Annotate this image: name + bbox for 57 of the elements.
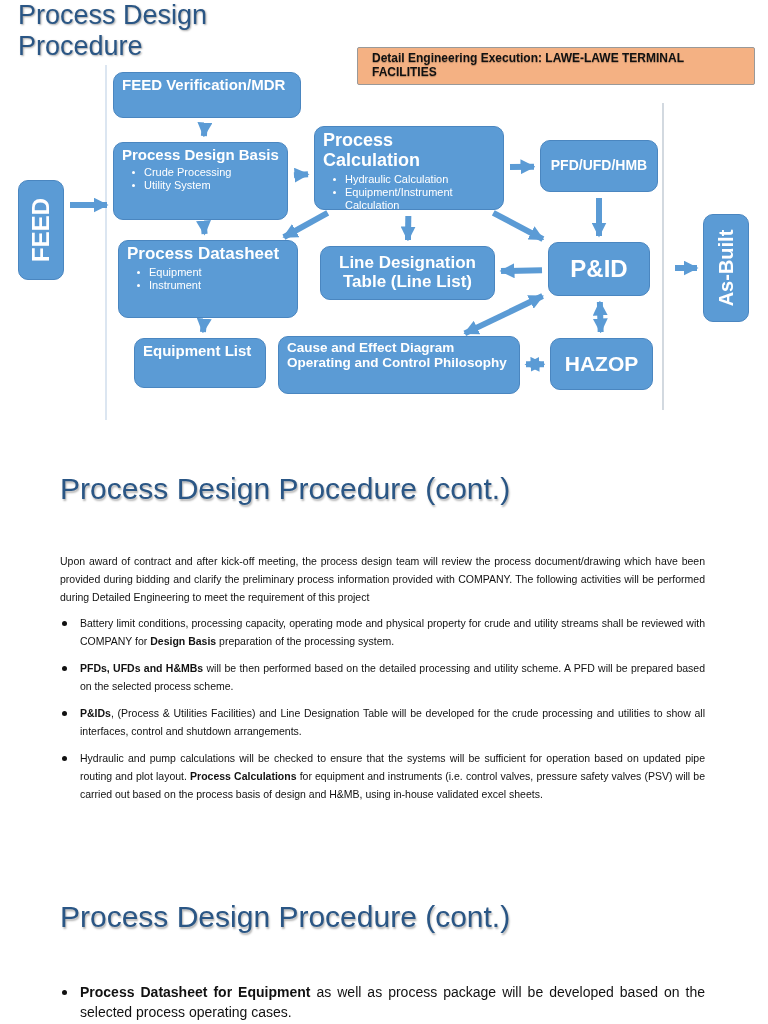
process-box: [548, 242, 650, 296]
bullet-text: P&IDs, (Process & Utilities Facilities) and Line Designation Table will be developed for the crude processing and utilities to show all interfaces, control and shutdown arrangements.: [80, 706, 705, 739]
bullet-text: Hydraulic and pump calculations will be checked to ensure that the systems will be sufficient for operation based on updated pipe routing and plot layout. Process Calculations for equipment and instruments (i.e. control valves, pressure safety valves (PSV) will be carried out based on the process basis of design and H&MB, using in-house validated excel sheets.: [80, 751, 705, 802]
double-arrow: [592, 300, 608, 334]
bullet-item: Instrument: [149, 278, 201, 291]
block-arrow: [197, 122, 213, 138]
bullet-item: Equipment/Instrument Calculation: [345, 185, 453, 211]
box-label: Operating and Control Philosophy: [287, 355, 508, 371]
box-label: As-Built: [715, 229, 737, 307]
bullet-item: Hydraulic Calculation: [345, 172, 449, 185]
stage-box: [703, 214, 749, 322]
box-label: Equipment List: [143, 343, 253, 360]
paragraph: Upon award of contract and after kick-off meeting, the process design team will review the process document/drawing which have been provided during bidding and clarify the preliminary process information provided with COMPANY. The following activities will be performed during Detailed Engineering to meet the requirement of this project: [60, 554, 705, 605]
process-box: [314, 126, 504, 210]
process-box: [134, 338, 266, 388]
block-arrow: [675, 260, 699, 276]
process-box: [113, 142, 288, 220]
block-arrow: [491, 210, 545, 242]
block-arrow: [282, 210, 330, 240]
bullet-text: Battery limit conditions, processing capacity, operating mode and physical property for crude and utility streams shall be reviewed with COMPANY for Design Basis preparation of the processing system.: [80, 616, 705, 649]
box-label: Cause and Effect Diagram: [287, 341, 456, 356]
box-label: P&ID: [570, 255, 628, 283]
double-arrow: [463, 293, 544, 337]
bullet-item: Equipment: [149, 265, 202, 278]
banner-text: Detail Engineering Execution: LAWE-LAWE TERMINAL FACILITIES: [372, 51, 684, 79]
section-heading: Process Design Procedure (cont.): [60, 900, 511, 934]
box-label: HAZOP: [564, 352, 639, 376]
box-heading: Process Calculation: [323, 131, 421, 171]
block-arrow: [591, 198, 607, 238]
section-heading: Process Design Procedure (cont.): [60, 472, 511, 506]
process-box: [118, 240, 298, 318]
block-arrow: [70, 197, 109, 213]
block-arrow: [196, 317, 212, 334]
stage-box: [18, 180, 64, 280]
box-label: FEED Verification/MDR: [122, 77, 287, 94]
box-label: FEED: [27, 198, 55, 262]
process-box: [540, 140, 658, 192]
block-arrow: [499, 263, 543, 279]
process-box: [113, 72, 301, 118]
box-heading: Process Design Basis: [122, 147, 279, 164]
block-arrow: [400, 215, 416, 242]
banner-scroll: [357, 47, 755, 85]
process-box: [550, 338, 653, 390]
process-box: [320, 246, 495, 300]
bullet-item: Crude Processing: [144, 165, 232, 178]
block-arrow: [293, 167, 310, 183]
block-arrow: [196, 220, 211, 236]
process-box: [278, 336, 520, 394]
block-arrow: [509, 159, 536, 175]
box-heading: Process Datasheet: [127, 245, 281, 264]
title: Process Design Procedure: [18, 0, 209, 62]
box-label: Line Designation Table (Line List): [338, 254, 477, 292]
bullet-item: Utility System: [144, 178, 211, 191]
bullet-text: Process Datasheet for Equipment as well as process package will be developed based on the selected process operating cases.: [80, 983, 705, 1022]
bullet-text: PFDs, UFDs and H&MBs will be then performed based on the detailed processing and utility scheme. A PFD will be prepared based on the selected process scheme.: [80, 661, 705, 694]
box-label: PFD/UFD/HMB: [550, 158, 648, 174]
double-arrow: [524, 356, 546, 372]
